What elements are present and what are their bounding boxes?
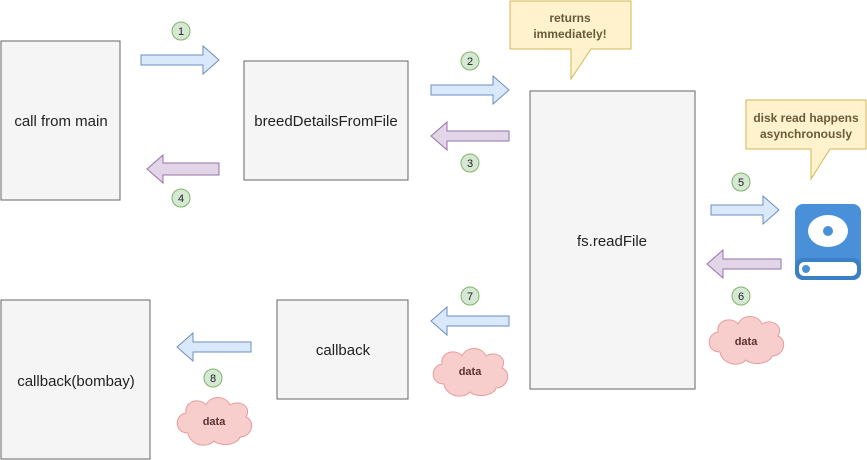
callout-returns-line-1: returns — [549, 11, 591, 25]
step-badge-5: 5 — [731, 172, 751, 192]
box-breed-details-from-file: breedDetailsFromFile — [243, 60, 409, 181]
arrow-step-2 — [430, 74, 510, 106]
box-fs-readfile: fs.readFile — [529, 90, 696, 390]
step-badge-7: 7 — [460, 286, 480, 306]
step-badge-4: 4 — [171, 188, 191, 208]
data-cloud-bombay-label: data — [203, 416, 227, 428]
data-cloud-callback-label: data — [459, 366, 483, 378]
step-badge-2-label: 2 — [467, 56, 473, 68]
box-breed-details-from-file-label: breedDetailsFromFile — [254, 113, 397, 130]
box-callback: callback — [276, 299, 409, 400]
step-badge-1: 1 — [171, 21, 191, 41]
arrow-step-3 — [430, 120, 510, 152]
data-cloud-disk-label: data — [735, 336, 759, 348]
hard-disk-icon — [795, 204, 861, 280]
arrow-step-1 — [140, 44, 220, 76]
step-badge-7-label: 7 — [467, 291, 473, 303]
step-badge-8-label: 8 — [210, 373, 216, 385]
data-cloud-disk: data — [708, 316, 785, 365]
callout-returns-immediately: returns immediately! — [509, 0, 632, 81]
callout-disk-read-async: disk read happens asynchronously — [745, 99, 867, 181]
step-badge-8: 8 — [203, 368, 223, 388]
arrow-step-8 — [176, 331, 252, 363]
step-badge-6: 6 — [731, 286, 751, 306]
box-callback-bombay-label: callback(bombay) — [17, 373, 135, 390]
box-call-from-main: call from main — [0, 40, 121, 201]
step-badge-2: 2 — [460, 51, 480, 71]
box-callback-label: callback — [316, 342, 371, 359]
callout-returns-line-2: immediately! — [533, 27, 606, 41]
box-callback-bombay: callback(bombay) — [0, 299, 151, 460]
step-badge-5-label: 5 — [738, 177, 744, 189]
step-badge-4-label: 4 — [178, 193, 184, 205]
arrow-step-6 — [706, 248, 782, 280]
box-call-from-main-label: call from main — [14, 113, 107, 130]
arrow-step-4 — [146, 153, 220, 185]
box-fs-readfile-label: fs.readFile — [577, 233, 647, 250]
step-badge-3: 3 — [460, 153, 480, 173]
data-cloud-bombay: data — [176, 397, 253, 446]
data-cloud-callback: data — [432, 348, 509, 397]
arrow-step-5 — [710, 194, 780, 226]
step-badge-3-label: 3 — [467, 158, 473, 170]
step-badge-6-label: 6 — [738, 291, 744, 303]
arrow-step-7 — [430, 305, 510, 337]
step-badge-1-label: 1 — [178, 26, 184, 38]
callout-disk-line-2: asynchronously — [760, 127, 852, 141]
callout-disk-line-1: disk read happens — [753, 111, 859, 125]
